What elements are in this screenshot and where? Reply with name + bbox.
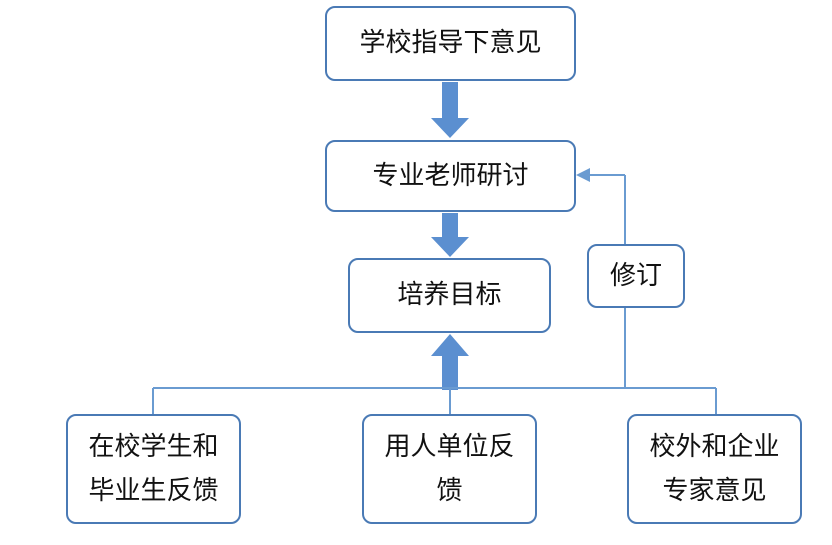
node-school-guidance-label: 学校指导下意见 — [359, 28, 542, 59]
node-student-feedback-label: 在校学生和毕业生反馈 — [88, 431, 219, 506]
arrow-school-to-teachers — [431, 82, 469, 138]
node-training-goal: 培养目标 — [348, 258, 551, 333]
arrow-teachers-to-goal — [431, 213, 469, 257]
node-expert-opinion-label: 校外和企业专家意见 — [649, 431, 780, 506]
node-employer-feedback-label: 用人单位反馈 — [384, 431, 515, 506]
revise-arrowhead — [576, 168, 590, 182]
node-teacher-discussion-label: 专业老师研讨 — [372, 160, 529, 191]
node-employer-feedback: 用人单位反馈 — [362, 414, 537, 524]
arrow-feedback-to-goal — [431, 334, 469, 390]
node-teacher-discussion: 专业老师研讨 — [325, 140, 576, 212]
node-revise: 修订 — [587, 244, 685, 308]
node-training-goal-label: 培养目标 — [397, 280, 502, 311]
node-student-feedback: 在校学生和毕业生反馈 — [66, 414, 241, 524]
node-expert-opinion: 校外和企业专家意见 — [627, 414, 802, 524]
node-revise-label: 修订 — [609, 260, 662, 291]
node-school-guidance: 学校指导下意见 — [325, 6, 576, 81]
